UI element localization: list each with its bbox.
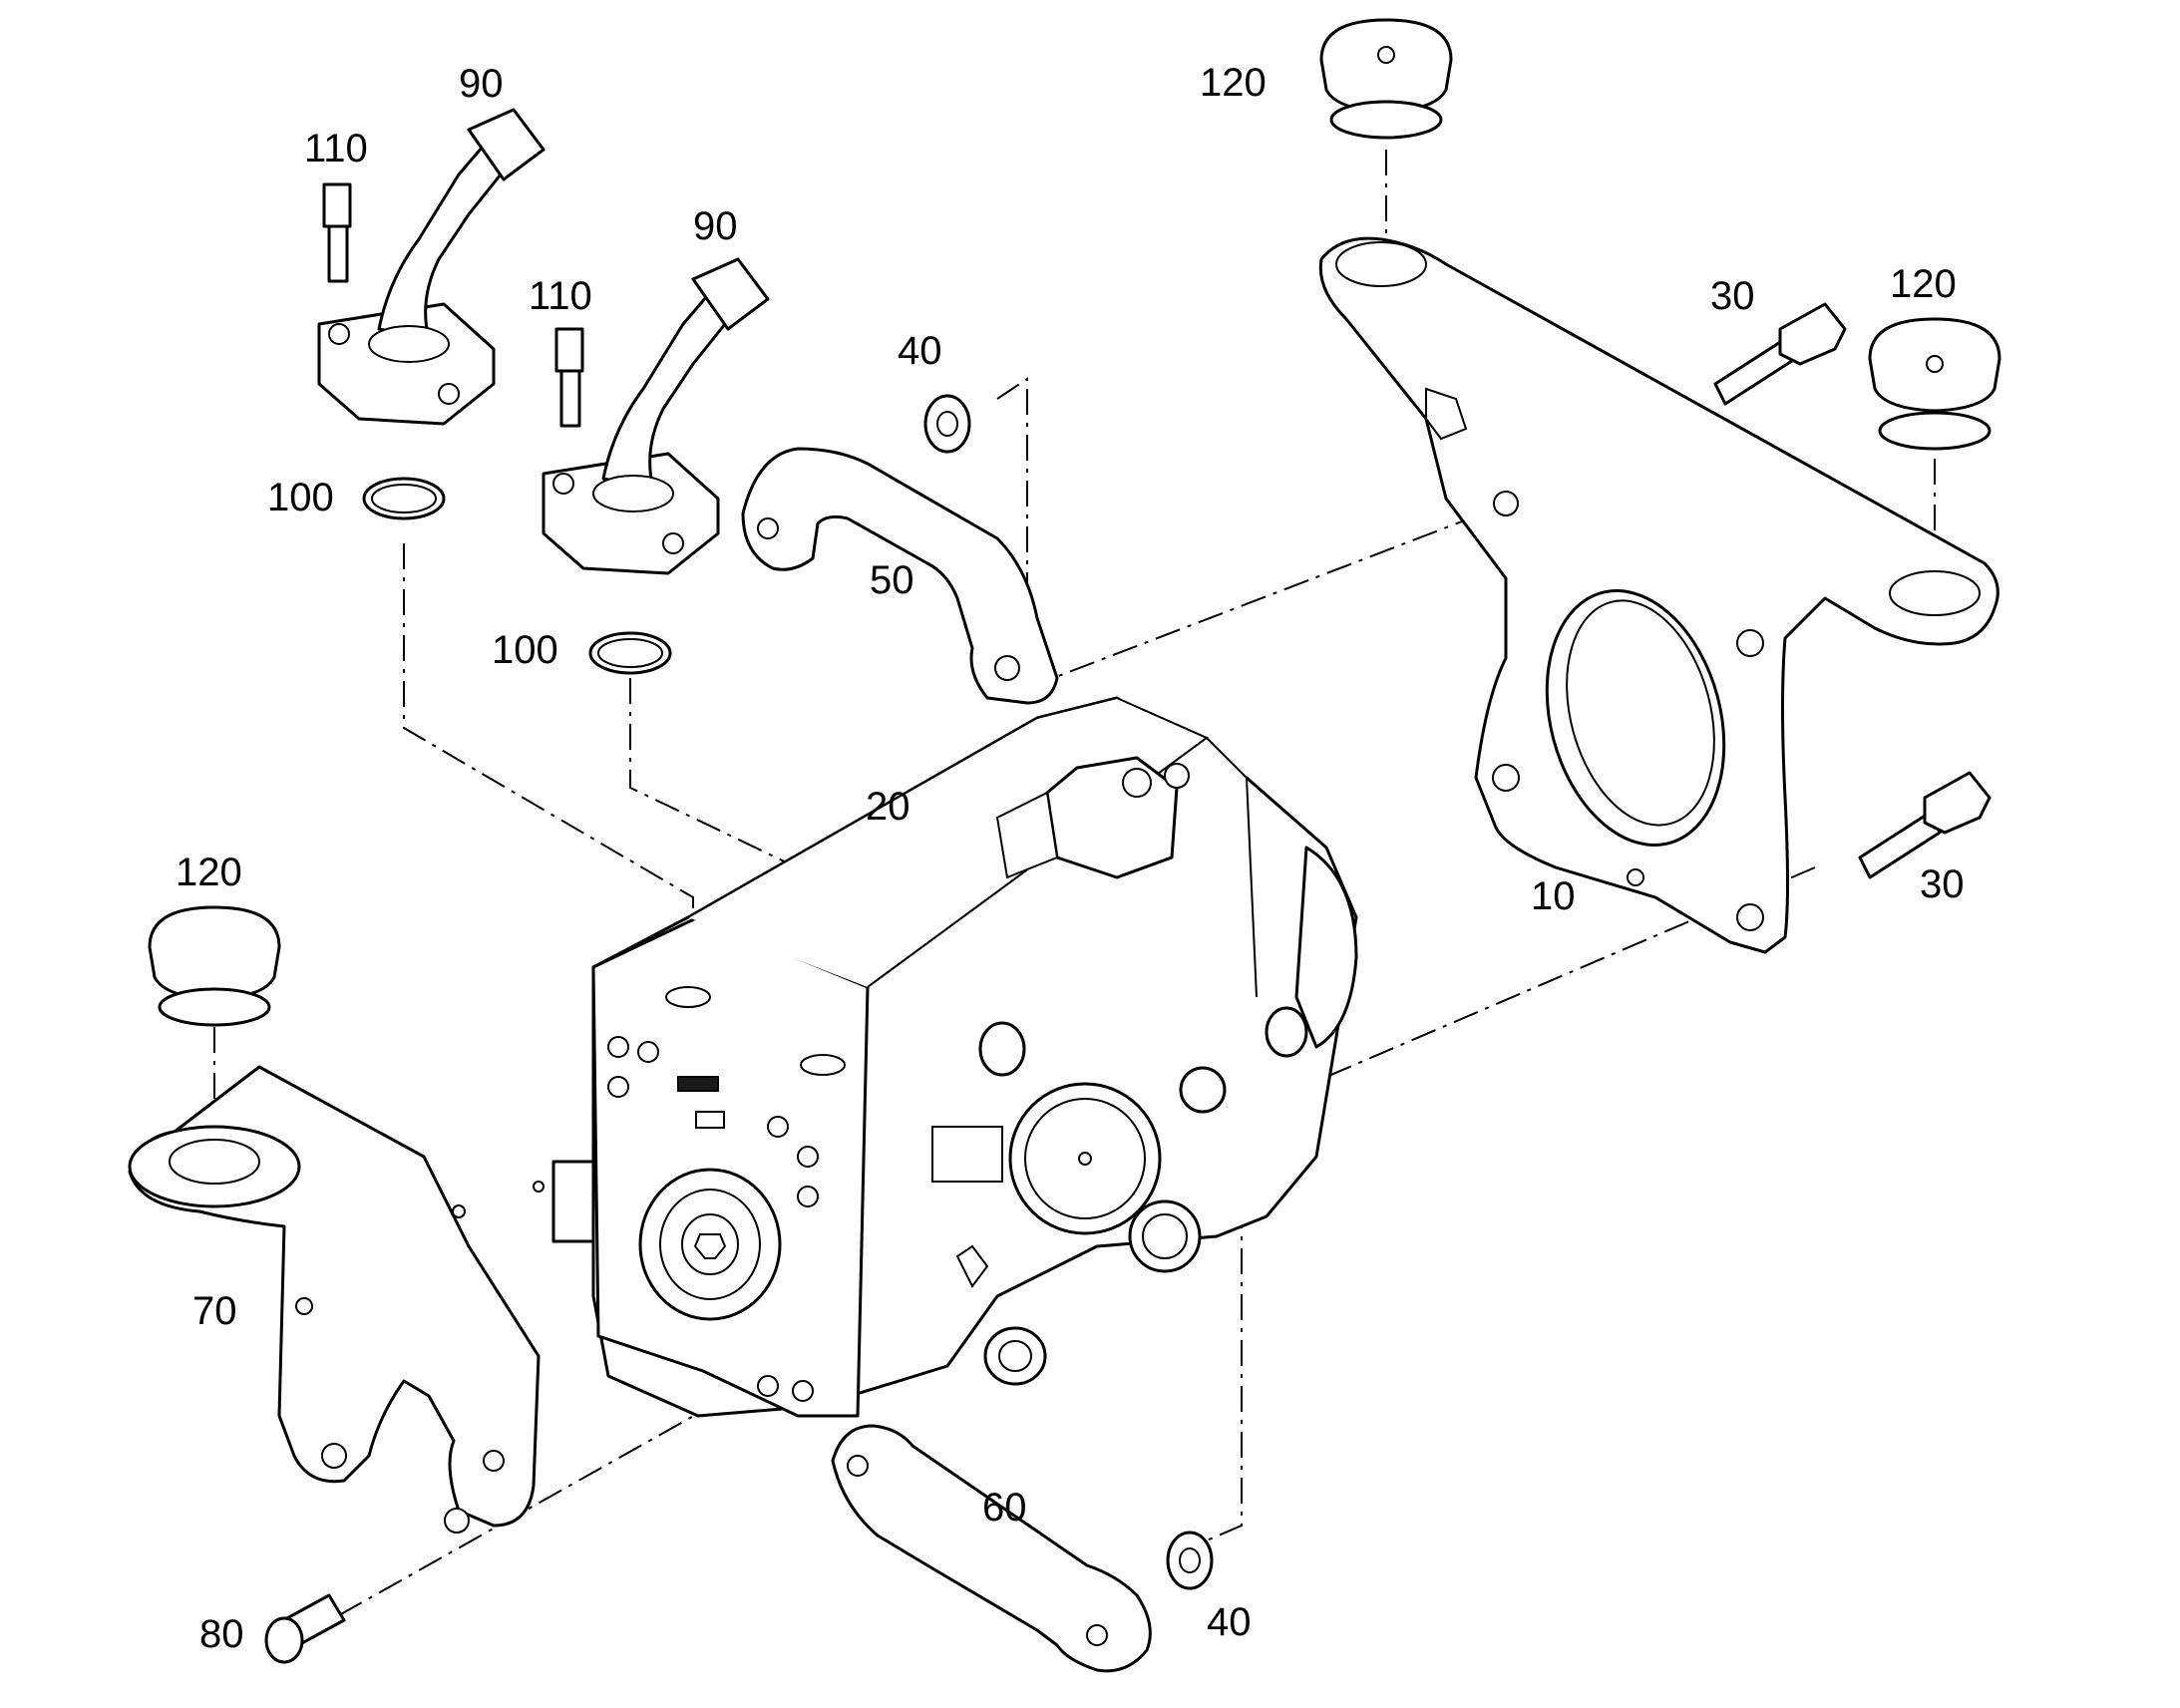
part-120-rubber-mount-left bbox=[148, 905, 281, 1027]
part-90-flange-elbow-right bbox=[542, 257, 770, 575]
label-60: 60 bbox=[982, 1486, 1027, 1530]
label-120-top: 120 bbox=[1200, 61, 1267, 105]
label-30-upper: 30 bbox=[1710, 274, 1755, 318]
label-10: 10 bbox=[1531, 874, 1576, 918]
part-110-socket-screw-left bbox=[322, 182, 352, 283]
label-90-right: 90 bbox=[693, 204, 738, 248]
part-number-labels: 10 20 30 30 40 40 50 60 70 80 90 90 100 … bbox=[176, 61, 1965, 1656]
part-90-flange-elbow-left bbox=[317, 108, 545, 426]
label-20: 20 bbox=[866, 785, 910, 829]
part-80-cap-screw bbox=[264, 1593, 346, 1664]
label-80: 80 bbox=[199, 1612, 244, 1656]
label-30-lower: 30 bbox=[1920, 862, 1965, 906]
label-40-lower: 40 bbox=[1207, 1600, 1252, 1644]
label-110-left: 110 bbox=[304, 127, 368, 171]
part-10-main-bracket bbox=[1318, 236, 1999, 954]
part-120-rubber-mount-right bbox=[1868, 317, 2001, 451]
label-120-right: 120 bbox=[1890, 262, 1957, 306]
part-100-o-ring-left bbox=[362, 477, 446, 520]
label-40-upper: 40 bbox=[898, 329, 942, 373]
part-60-lower-link bbox=[831, 1424, 1152, 1673]
label-120-left: 120 bbox=[176, 851, 242, 894]
part-40-washer-lower bbox=[1166, 1531, 1214, 1590]
part-40-washer-upper bbox=[923, 394, 971, 454]
label-90-left: 90 bbox=[459, 62, 504, 106]
part-30-hex-bolt-upper bbox=[1713, 302, 1847, 406]
part-50-upper-link bbox=[741, 447, 1059, 705]
label-70: 70 bbox=[192, 1289, 237, 1333]
label-100-right: 100 bbox=[492, 628, 558, 672]
part-100-o-ring-right bbox=[588, 631, 672, 675]
part-110-socket-screw-right bbox=[554, 327, 584, 428]
label-100-left: 100 bbox=[267, 476, 334, 519]
part-120-rubber-mount-top bbox=[1319, 18, 1453, 140]
label-110-right: 110 bbox=[529, 274, 592, 318]
part-30-hex-bolt-lower bbox=[1858, 771, 1992, 879]
label-50: 50 bbox=[870, 558, 914, 602]
part-70-left-bracket bbox=[128, 1065, 541, 1534]
part-20-hydraulic-motor bbox=[533, 696, 1358, 1418]
